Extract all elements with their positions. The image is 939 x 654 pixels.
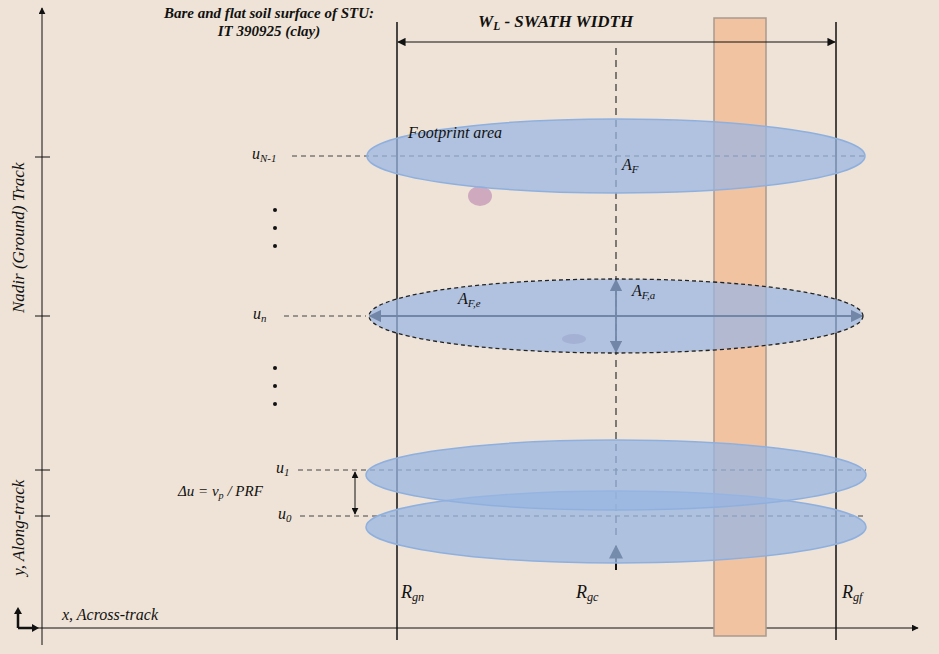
diagram-title: Bare and flat soil surface of STU: IT 39… xyxy=(158,4,380,40)
text-part: - SWATH WIDTH xyxy=(500,12,633,31)
dot xyxy=(273,402,277,406)
swath-width-arrow xyxy=(398,41,835,42)
spacing-formula: Δu = vp / PRF xyxy=(178,483,263,500)
footprint-ellipse xyxy=(366,440,866,510)
subscript: N-1 xyxy=(260,152,276,164)
position-label: un xyxy=(253,305,266,323)
axis-ticks xyxy=(35,157,50,516)
subscript: gc xyxy=(587,590,599,604)
text-part: A xyxy=(632,282,642,299)
node-label: Footprint area xyxy=(408,124,502,142)
x-axis xyxy=(20,628,918,629)
ellipsis-dots xyxy=(273,208,277,406)
node-label: AF,e xyxy=(458,290,481,308)
subscript: F,a xyxy=(642,289,655,301)
range-label: Rgf xyxy=(842,582,863,603)
range-label: Rgc xyxy=(576,582,599,603)
axis-label: x, Across-track xyxy=(62,606,158,624)
text-part: W xyxy=(478,12,493,31)
y-axis xyxy=(42,8,43,645)
position-label: uN-1 xyxy=(252,145,276,163)
text-part: u xyxy=(253,305,261,322)
subscript: gf xyxy=(853,590,863,604)
dot xyxy=(273,244,277,248)
axis-tick xyxy=(35,470,50,471)
axis-tick xyxy=(35,516,50,517)
text-part: / PRF xyxy=(224,483,263,499)
text-part: u xyxy=(276,459,284,476)
subscript: gn xyxy=(412,590,424,604)
soil-blob xyxy=(468,186,492,206)
subscript: F xyxy=(632,163,639,175)
axis-label: y, Along-track xyxy=(9,480,29,576)
position-label: u0 xyxy=(278,505,291,523)
text-part: Δu = v xyxy=(178,483,219,499)
axis-tick xyxy=(35,316,50,317)
text-part: R xyxy=(576,582,587,602)
subscript: p xyxy=(219,490,224,501)
footprint-area: AF,eAF,a xyxy=(368,278,864,354)
subscript: n xyxy=(261,312,266,324)
subscript: L xyxy=(493,20,500,33)
corner-axes-symbol xyxy=(18,612,34,628)
subscript: 0 xyxy=(286,512,291,524)
position-guides xyxy=(284,156,866,516)
dot xyxy=(273,208,277,212)
corner-axes-arrowheads xyxy=(14,607,39,632)
text-part: R xyxy=(401,582,412,602)
dot xyxy=(273,384,277,388)
dot xyxy=(273,366,277,370)
range-label: Rgn xyxy=(401,582,424,603)
text-part: u xyxy=(278,505,286,522)
text-part: A xyxy=(622,156,632,173)
text-part: u xyxy=(252,145,260,162)
footprint-area: Footprint areaAF xyxy=(366,118,866,194)
footprint-ellipse xyxy=(369,279,863,353)
area-symbol: AF,a xyxy=(632,282,655,300)
text-part: A xyxy=(458,290,468,307)
subscript: 1 xyxy=(284,466,289,478)
area-symbol: AF xyxy=(622,156,638,174)
footprint-ellipse xyxy=(367,119,865,193)
swath-width-label: WL - SWATH WIDTH xyxy=(478,12,633,32)
dot xyxy=(273,226,277,230)
delta-u-arrow xyxy=(355,472,356,514)
position-label: u1 xyxy=(276,459,289,477)
position-guide xyxy=(284,316,366,317)
axis-label: Nadir (Ground) Track xyxy=(9,163,29,314)
text-part: R xyxy=(842,582,853,602)
axis-tick xyxy=(35,157,50,158)
subscript: F,e xyxy=(468,297,481,309)
ellipse-outline xyxy=(368,278,864,354)
